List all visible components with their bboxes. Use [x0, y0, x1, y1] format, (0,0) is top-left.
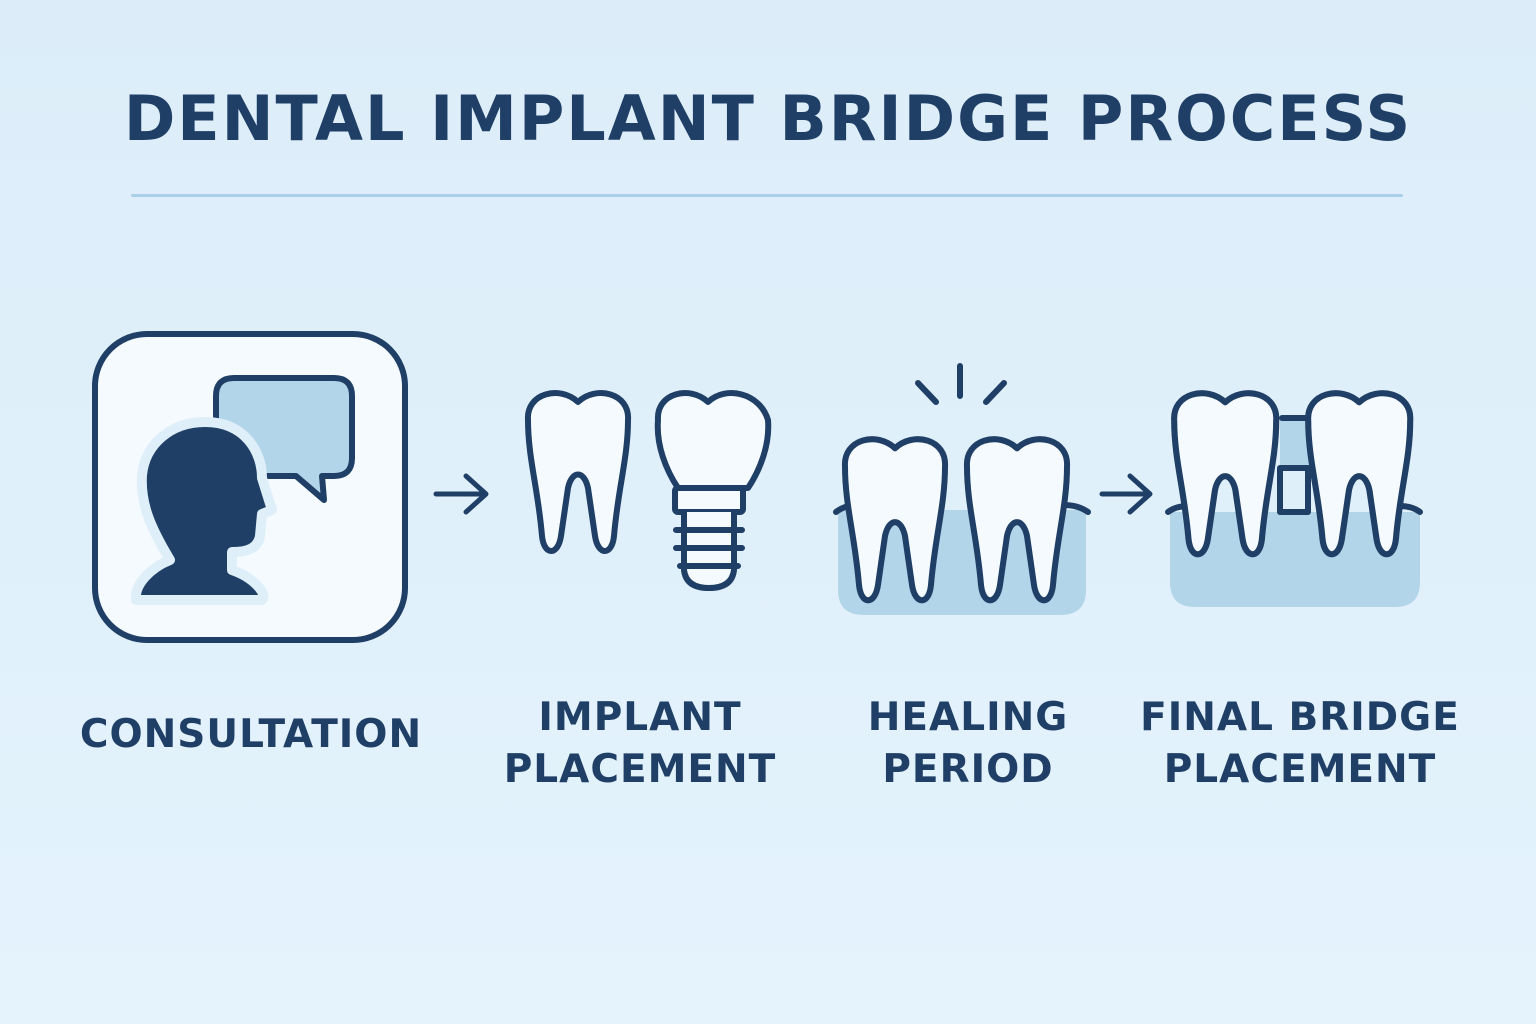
head-silhouette-icon: [130, 417, 277, 605]
implant-screw: [673, 509, 745, 591]
step-label-line: PLACEMENT: [1163, 747, 1437, 792]
step-label-line: PLACEMENT: [503, 747, 777, 792]
gum: [1170, 512, 1420, 607]
implant-abutment: [672, 485, 746, 515]
sparkle-rays-icon: [915, 363, 1007, 405]
implant-crown: [654, 390, 772, 491]
step-label-healing-period: HEALING PERIOD: [788, 692, 1148, 796]
step-label-line: PERIOD: [882, 747, 1054, 792]
arrow-right-icon: [433, 473, 489, 515]
page-title: DENTAL IMPLANT BRIDGE PROCESS: [123, 82, 1413, 155]
step-label-line: IMPLANT: [538, 695, 742, 740]
bridge-connector: [1277, 415, 1311, 515]
consultation-head-speech-icon: [92, 331, 408, 643]
title-divider: [131, 194, 1403, 197]
step-label-consultation: CONSULTATION: [71, 709, 431, 761]
natural-tooth: [528, 393, 628, 551]
step-label-implant-placement: IMPLANT PLACEMENT: [460, 692, 820, 796]
tooth-and-implant-icon: [528, 390, 772, 591]
step-label-line: FINAL BRIDGE: [1140, 695, 1460, 740]
healing-teeth-icon: [833, 363, 1091, 615]
bridge-teeth-icon: [1165, 393, 1423, 607]
step-label-line: CONSULTATION: [79, 712, 423, 757]
arrow-right-icon: [1099, 473, 1153, 515]
step-label-final-bridge: FINAL BRIDGE PLACEMENT: [1120, 692, 1480, 796]
step-label-line: HEALING: [867, 695, 1069, 740]
